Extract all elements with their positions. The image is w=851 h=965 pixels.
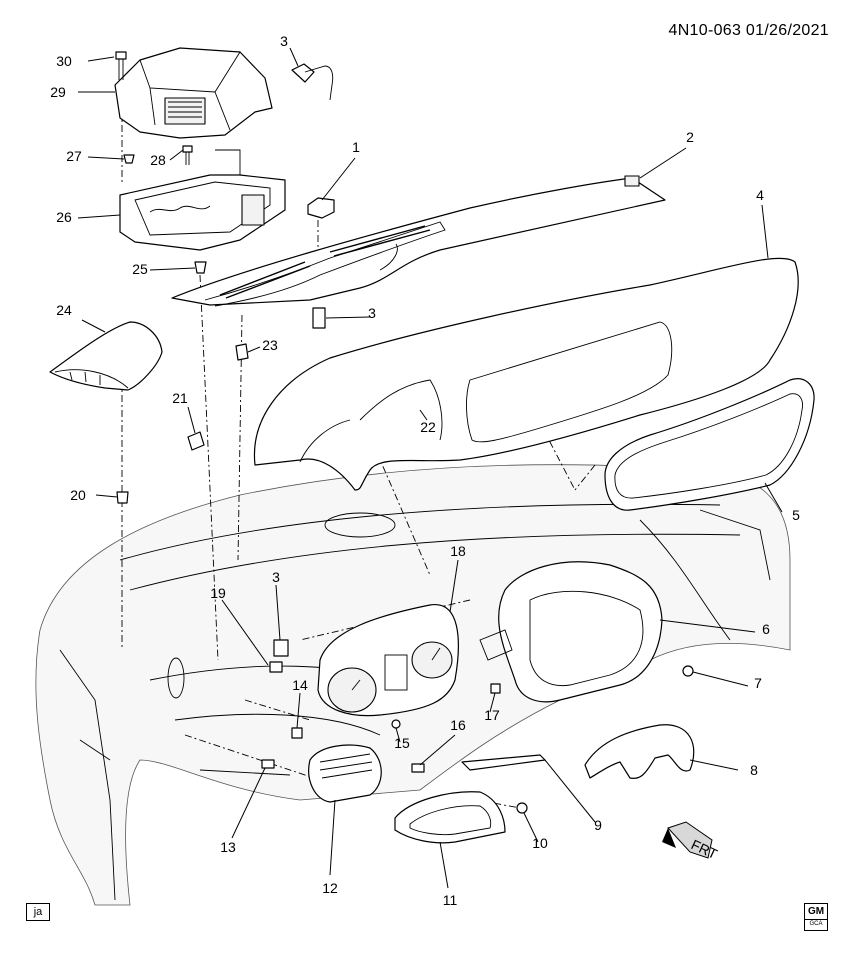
part-20 — [116, 491, 129, 504]
callout-28: 28 — [150, 152, 166, 168]
part-28 — [182, 145, 193, 165]
callout-8: 8 — [750, 762, 758, 778]
part-25 — [194, 261, 207, 274]
callout-26: 26 — [56, 209, 72, 225]
callout-24: 24 — [56, 302, 72, 318]
callout-25: 25 — [132, 261, 148, 277]
document-id: 4N10-063 01/26/2021 — [668, 22, 829, 39]
part-3a — [291, 63, 334, 101]
part-21 — [187, 431, 205, 451]
callout-16: 16 — [450, 717, 466, 733]
part-8 — [584, 724, 695, 780]
gm-logo-top: GM — [807, 906, 825, 917]
callout-19: 19 — [210, 585, 226, 601]
part-14 — [291, 727, 303, 739]
part-19 — [269, 661, 283, 673]
callout-6: 6 — [762, 621, 770, 637]
callout-15: 15 — [394, 735, 410, 751]
part-7 — [682, 665, 694, 677]
callout-17: 17 — [484, 707, 500, 723]
callout-29: 29 — [50, 84, 66, 100]
callout-13: 13 — [220, 839, 236, 855]
part-10 — [516, 802, 528, 814]
leader-lines — [77, 47, 783, 889]
callout-23: 23 — [262, 337, 278, 353]
part-24 — [49, 321, 163, 391]
part-23 — [235, 343, 249, 361]
part-18 — [317, 604, 459, 717]
part-12 — [308, 744, 382, 803]
callout-3b: 3 — [368, 305, 376, 321]
part-29 — [114, 47, 273, 139]
direction-label: FRT — [689, 836, 721, 862]
part-3c — [273, 639, 289, 657]
code-box: ja — [26, 903, 50, 921]
callout-30: 30 — [56, 53, 72, 69]
callout-4: 4 — [756, 187, 764, 203]
callout-7: 7 — [754, 675, 762, 691]
part-17 — [490, 683, 501, 694]
callout-21: 21 — [172, 390, 188, 406]
part-15 — [391, 719, 401, 729]
callout-1: 1 — [352, 139, 360, 155]
callout-12: 12 — [322, 880, 338, 896]
part-13 — [261, 759, 275, 769]
part-3b — [312, 307, 326, 329]
front-direction-arrow-icon: FRT — [662, 821, 721, 862]
callout-22: 22 — [420, 419, 436, 435]
part-9 — [461, 754, 546, 771]
callout-27: 27 — [66, 148, 82, 164]
callout-18: 18 — [450, 543, 466, 559]
callout-9: 9 — [594, 817, 602, 833]
part-26 — [119, 149, 286, 251]
gm-logo: GM GCA — [804, 903, 828, 931]
part-16 — [411, 763, 425, 773]
part-11 — [394, 791, 506, 844]
callout-11: 11 — [443, 892, 458, 908]
callout-3a: 3 — [280, 33, 288, 49]
part-5 — [604, 378, 815, 511]
callout-2: 2 — [686, 129, 694, 145]
gm-logo-bottom: GCA — [805, 919, 827, 929]
callout-10: 10 — [532, 835, 548, 851]
part-1 — [307, 197, 335, 219]
callout-5: 5 — [792, 507, 800, 523]
part-6 — [479, 561, 663, 703]
part-2 — [171, 175, 666, 307]
part-27 — [123, 154, 135, 164]
part-30 — [115, 51, 127, 80]
callout-numbers: 1233345678910111213141516171819202122232… — [50, 33, 800, 908]
callout-20: 20 — [70, 487, 86, 503]
callout-14: 14 — [292, 677, 308, 693]
callout-3c: 3 — [272, 569, 280, 585]
part-4 — [253, 257, 799, 491]
